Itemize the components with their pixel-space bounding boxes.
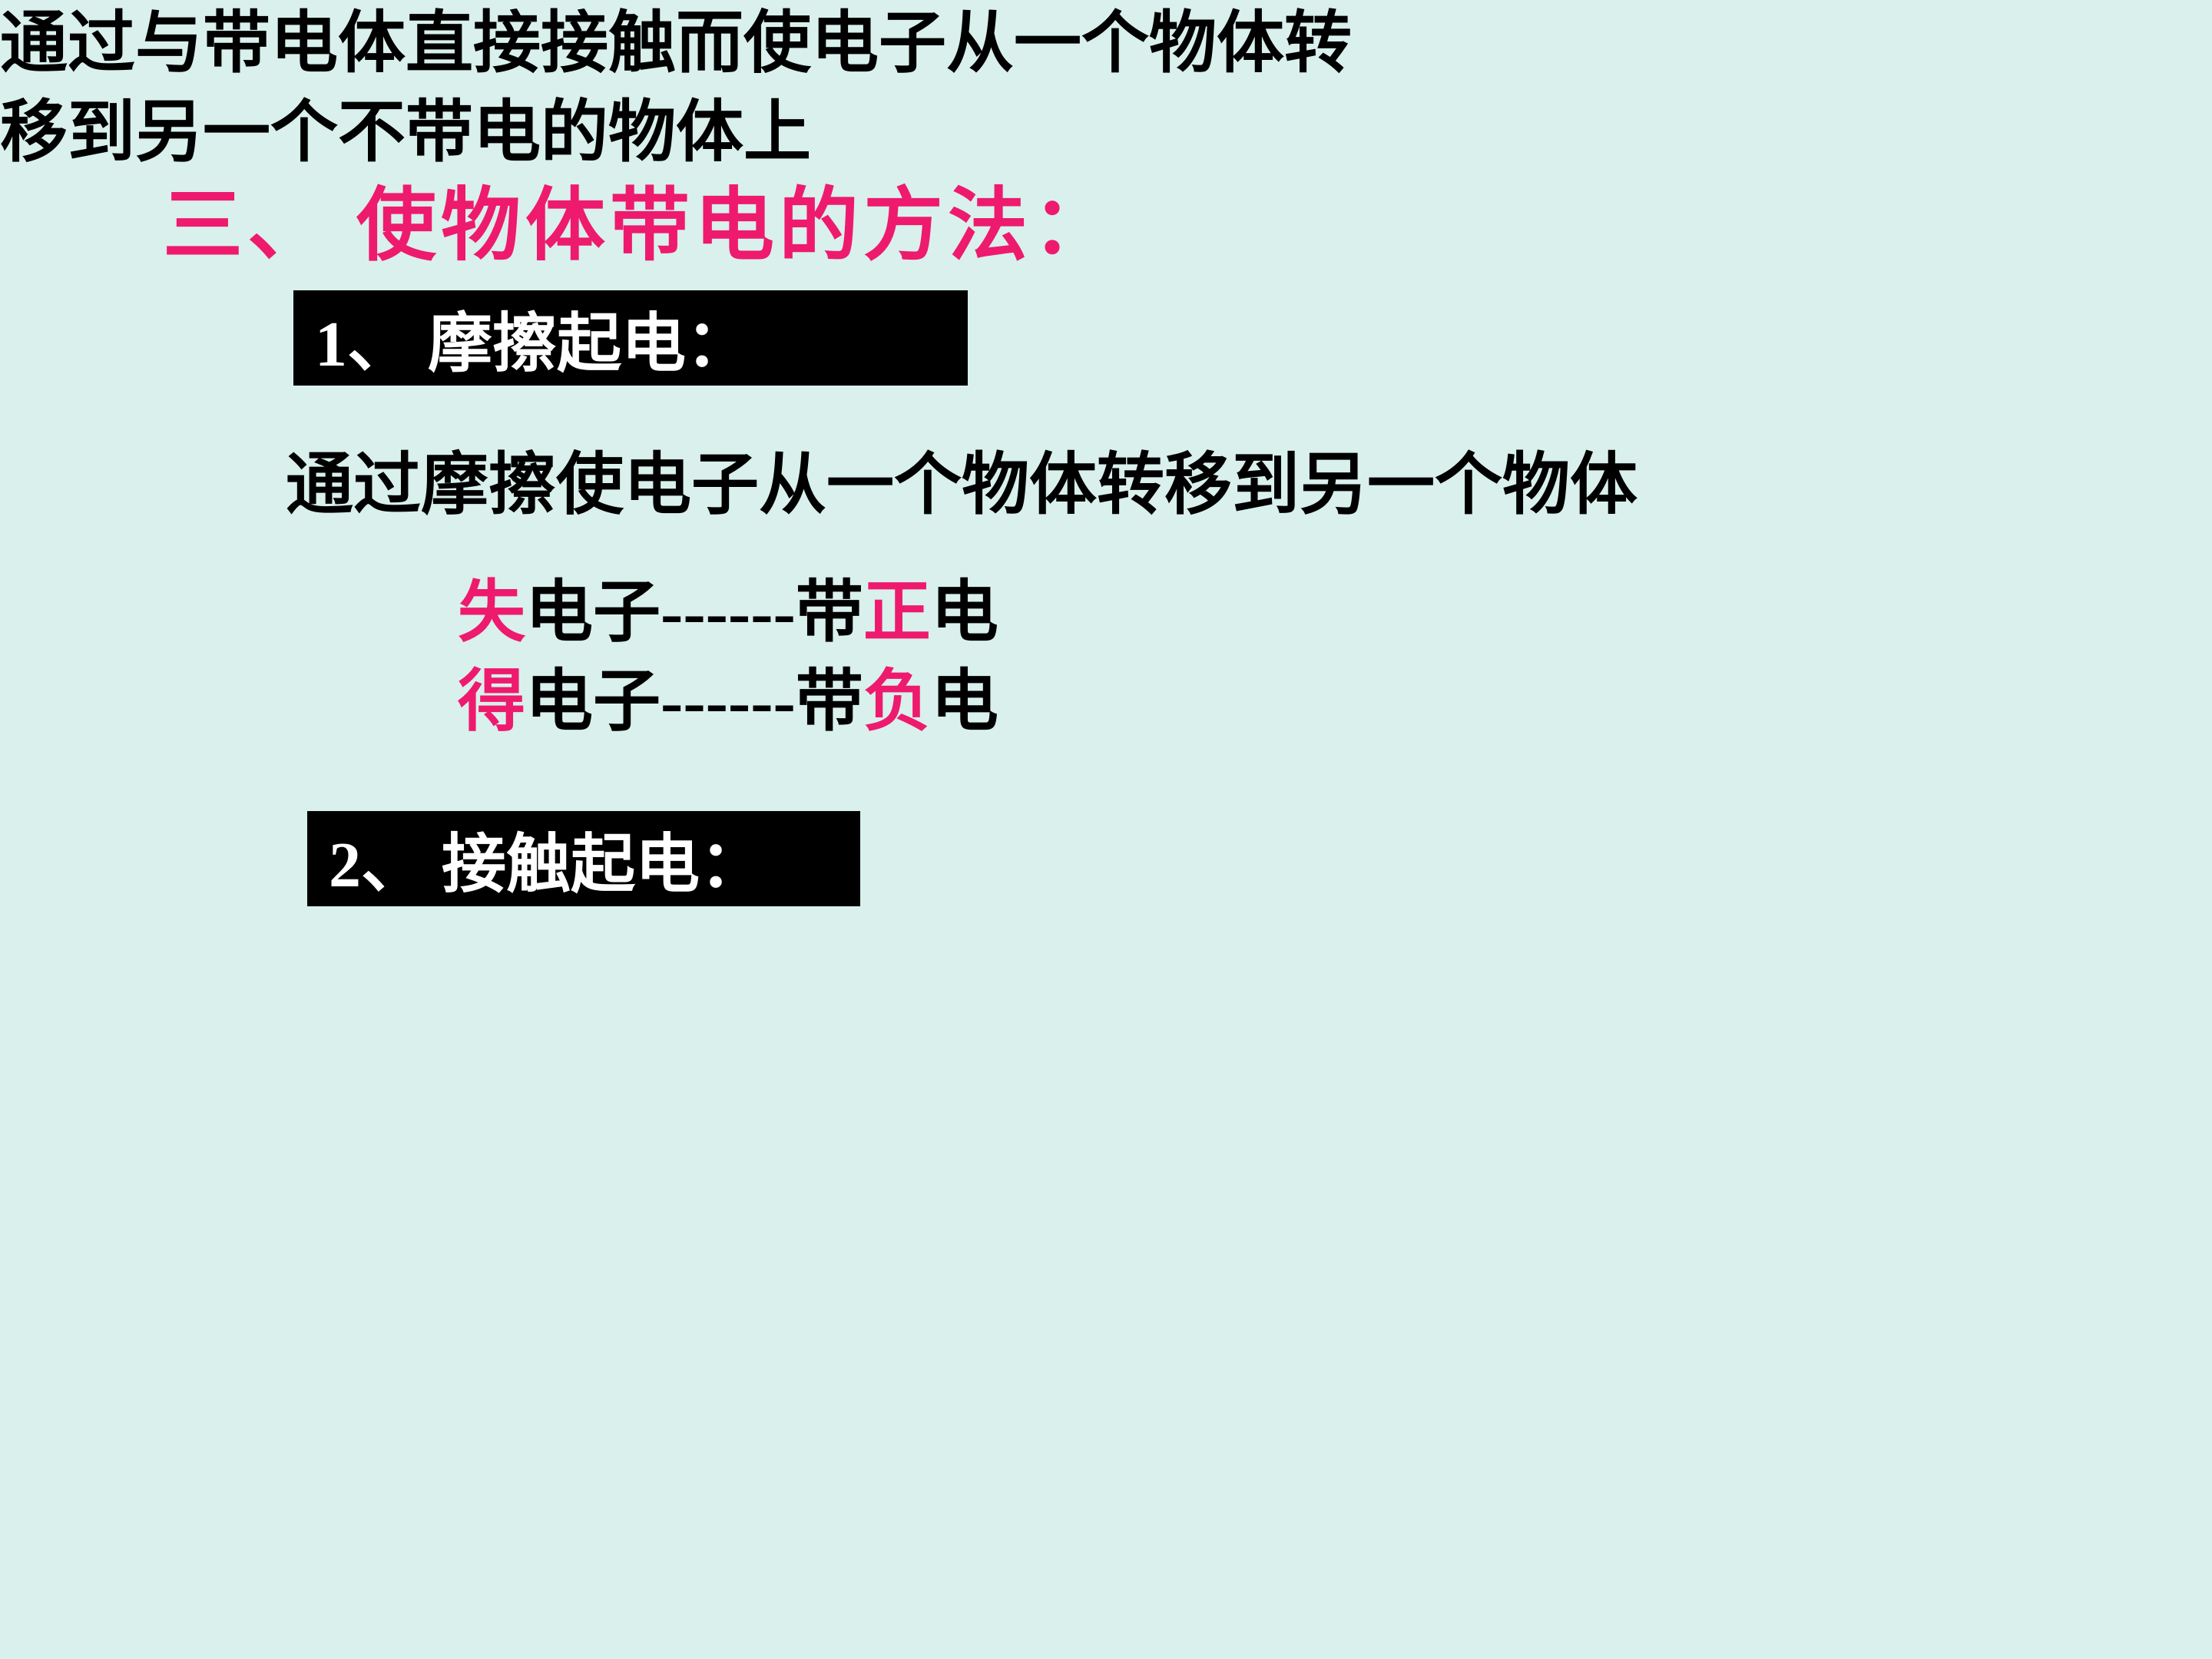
gain-electron-end: 电 — [930, 665, 998, 740]
section2-heading-box: 2、 接触起电： — [307, 811, 860, 906]
slide-title: 三、 使物体带电的方法： — [163, 182, 1118, 270]
section1-heading-label: 1、 摩擦起电： — [315, 308, 751, 380]
gain-electron-highlight: 得 — [458, 665, 526, 740]
lose-electron-end: 电 — [930, 576, 998, 651]
lose-electron-highlight: 失 — [458, 576, 526, 651]
section2-body-line2: 移到另一个不带电的物体上 — [0, 96, 812, 171]
lose-electron-middle: 电子------带 — [525, 576, 863, 651]
section2-body-text: 通过与带电体直接接触而使电子从一个物体转 移到另一个不带电的物体上 — [0, 0, 2212, 178]
gain-electron-line: 得电子------带负电 — [458, 647, 998, 744]
gain-electron-middle: 电子------带 — [525, 665, 863, 740]
section2-heading-label: 2、 接触起电： — [329, 829, 765, 901]
lose-electron-line: 失电子------带正电 — [458, 558, 998, 655]
section1-body-text: 通过摩擦使电子从一个物体转移到另一个物体 — [286, 449, 1638, 523]
section2-body-line1: 通过与带电体直接接触而使电子从一个物体转 — [0, 7, 1353, 81]
section1-heading-box: 1、 摩擦起电： — [293, 290, 968, 386]
negative-charge-highlight: 负 — [863, 665, 931, 740]
positive-charge-highlight: 正 — [863, 576, 931, 651]
